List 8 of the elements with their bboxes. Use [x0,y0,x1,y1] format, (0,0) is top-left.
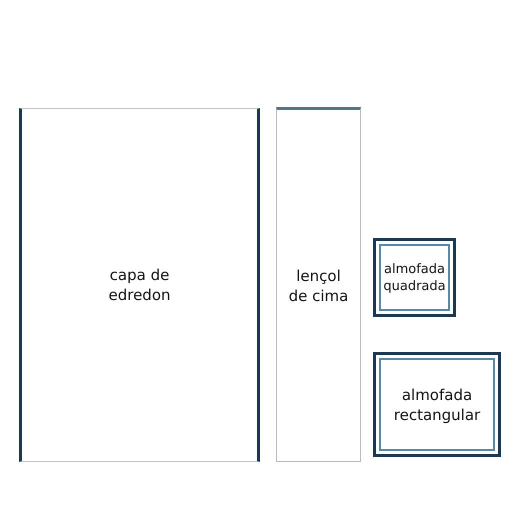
item-label: almofada quadrada [382,260,447,294]
item-label: lençol de cima [288,266,348,306]
square-pillow-panel [373,238,456,317]
duvet-cover-panel [19,108,260,462]
item-label: almofada rectangular [392,384,482,424]
rectangular-pillow-panel [373,352,501,457]
flat-sheet-panel [276,107,361,462]
item-label: capa de edredon [107,265,172,305]
